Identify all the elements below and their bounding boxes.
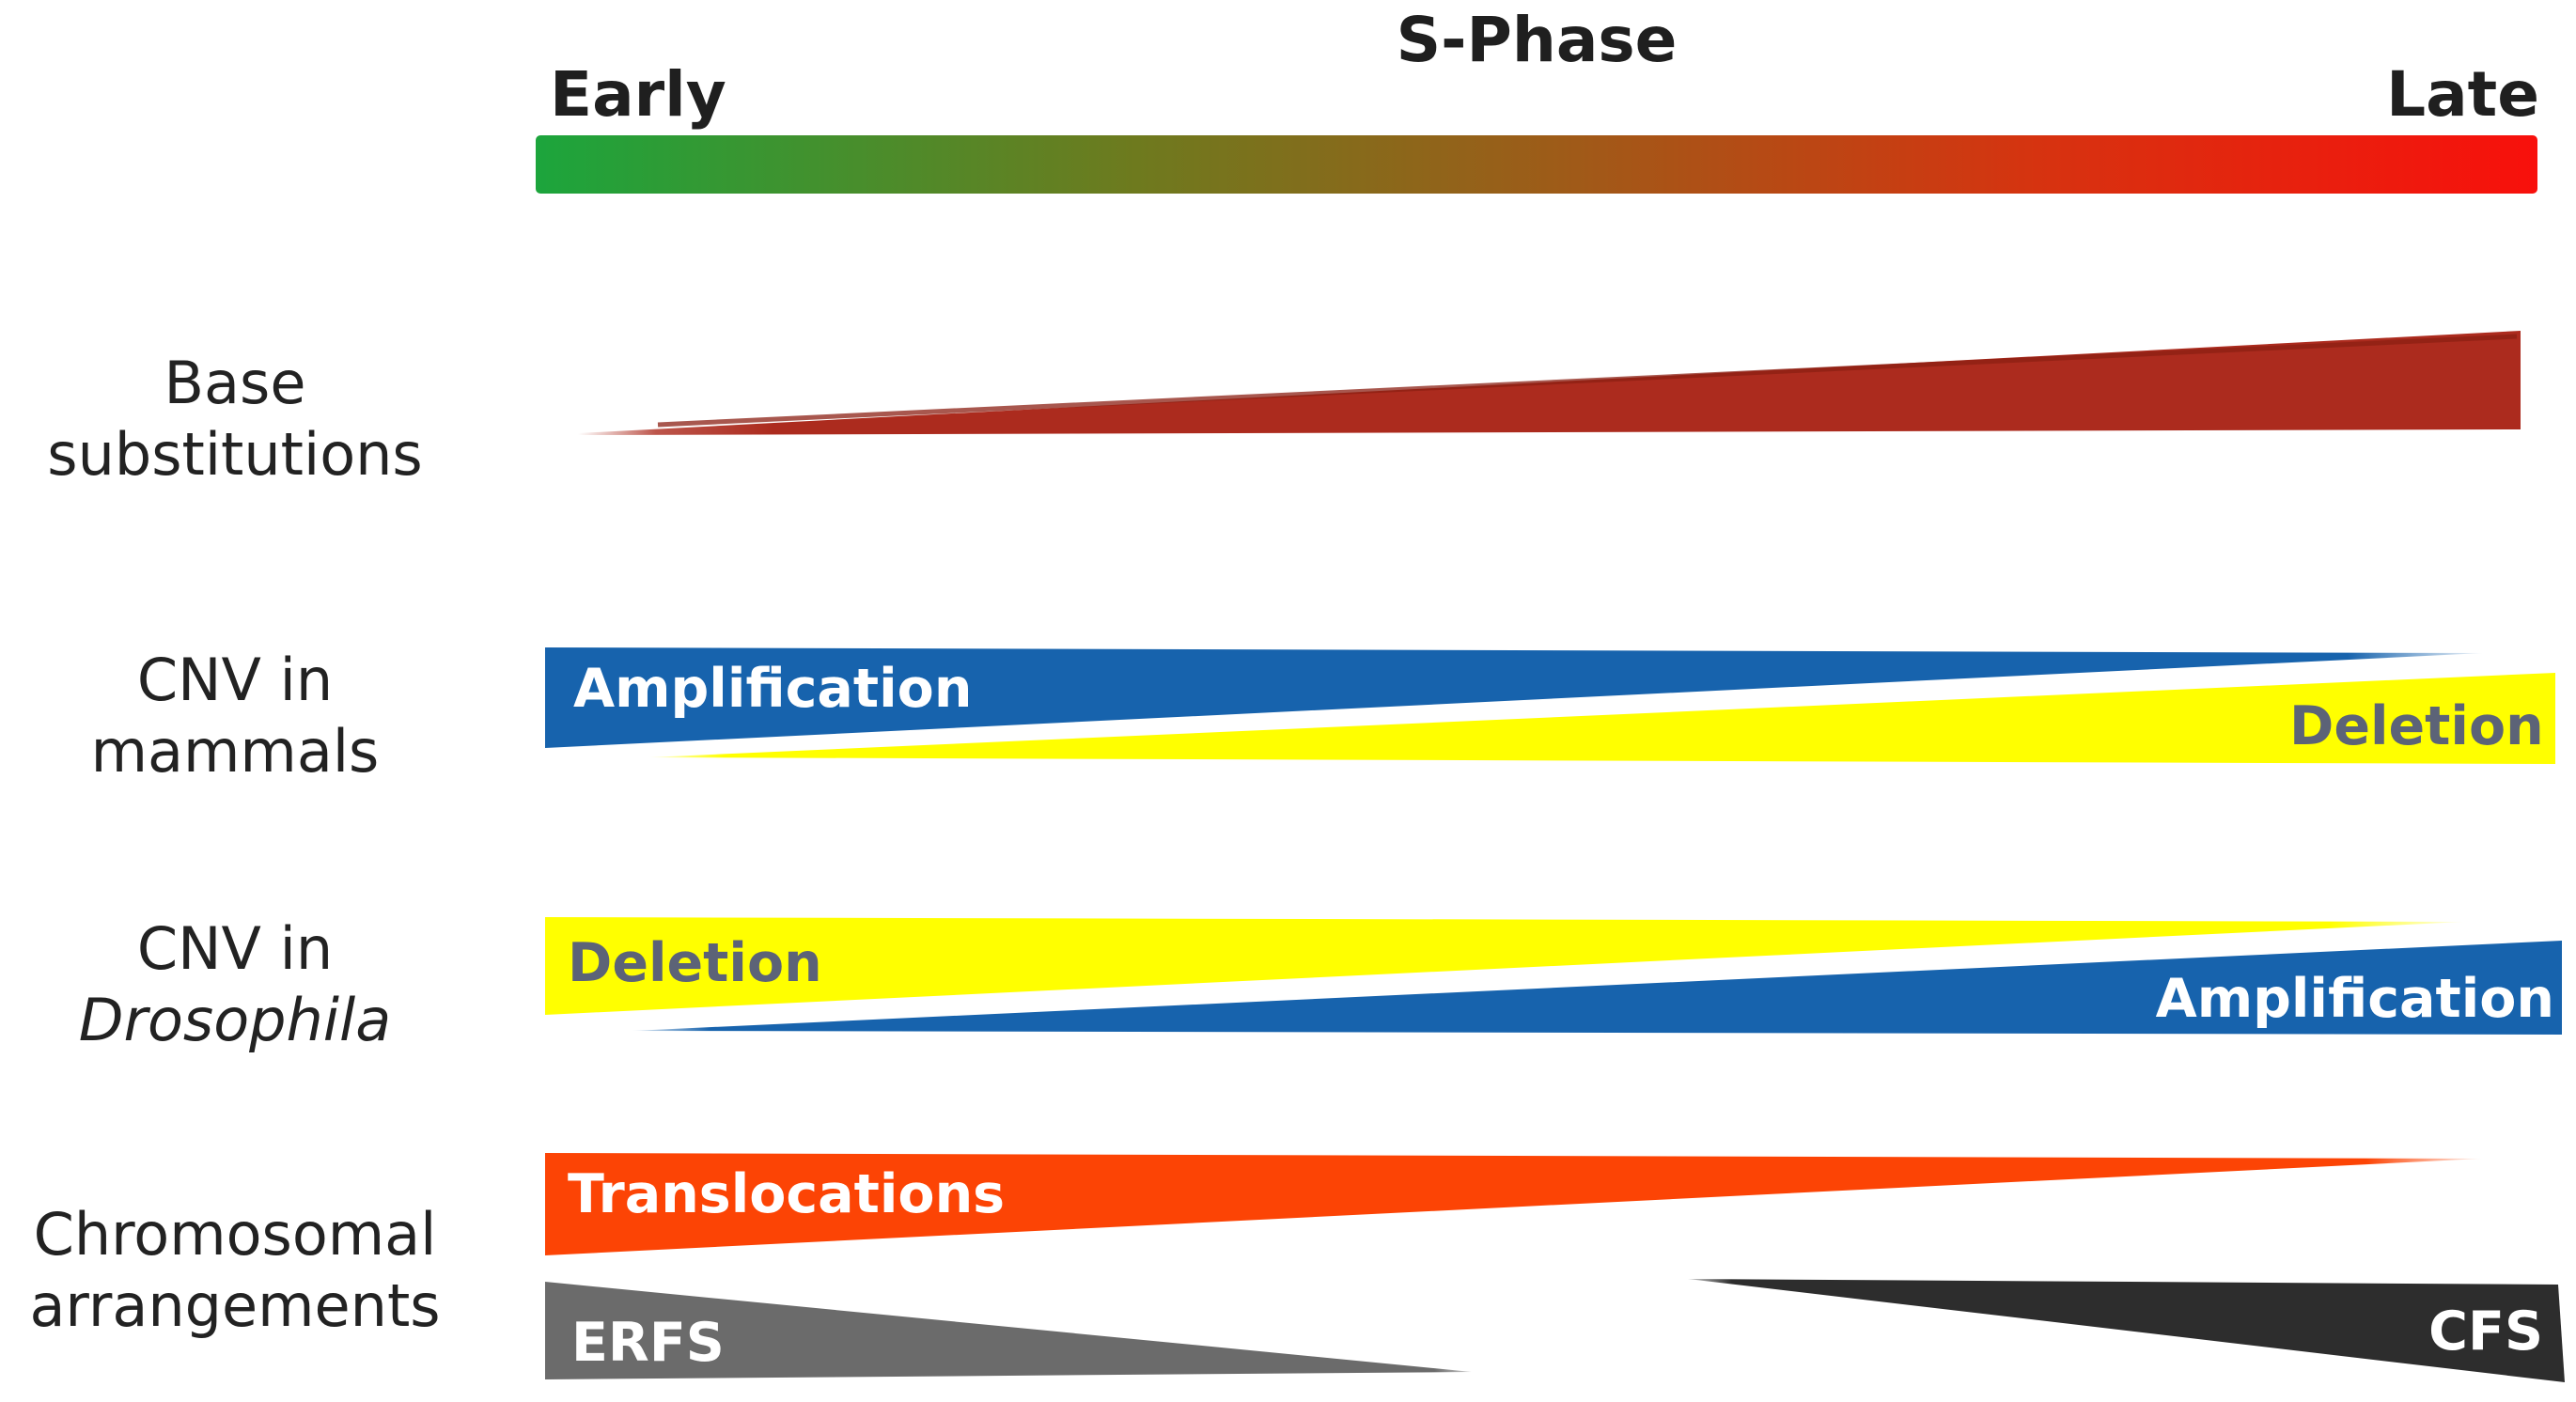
row-label-cnv-mammals-line1: CNV in bbox=[136, 646, 334, 714]
row-label-base-line2: substitutions bbox=[47, 419, 423, 489]
row-label-base-line1: Base bbox=[164, 349, 306, 417]
amplification-mammals-label: Amplification bbox=[573, 658, 973, 720]
amplification-drosophila-label: Amplification bbox=[2155, 968, 2554, 1030]
row-label-cnv-drosophila-line1: CNV in bbox=[136, 914, 334, 983]
row-label-cnv-drosophila-line2: Drosophila bbox=[78, 985, 392, 1054]
base-substitutions-wedge-topline bbox=[657, 334, 2518, 428]
row-label-cnv-drosophila: CNV in Drosophila bbox=[0, 913, 470, 1055]
deletion-mammals-label: Deletion bbox=[2289, 695, 2544, 757]
erfs-wedge bbox=[545, 1282, 1472, 1379]
late-label: Late bbox=[2386, 58, 2539, 131]
row-label-cnv-mammals-line2: mammals bbox=[90, 716, 380, 786]
early-label: Early bbox=[550, 58, 726, 131]
deletion-drosophila-label: Deletion bbox=[568, 932, 822, 994]
amplification-wedge-drosophila bbox=[632, 941, 2562, 1035]
s-phase-title: S-Phase bbox=[1396, 4, 1678, 76]
s-phase-gradient-bar bbox=[536, 135, 2537, 194]
row-label-chromosomal-line2: arrangements bbox=[29, 1270, 441, 1340]
row-label-chromosomal-arrangements: Chromosomal arrangements bbox=[0, 1199, 470, 1341]
deletion-wedge-drosophila bbox=[545, 917, 2464, 1015]
translocations-label: Translocations bbox=[568, 1163, 1006, 1225]
deletion-wedge-mammals bbox=[648, 673, 2555, 764]
row-label-base-substitutions: Base substitutions bbox=[0, 348, 470, 490]
cfs-label: CFS bbox=[2428, 1301, 2543, 1363]
translocations-wedge bbox=[545, 1153, 2482, 1255]
amplification-wedge-mammals bbox=[545, 647, 2483, 748]
cfs-wedge bbox=[1688, 1279, 2565, 1382]
row-label-chromosomal-line1: Chromosomal bbox=[33, 1200, 437, 1269]
erfs-label: ERFS bbox=[571, 1312, 725, 1374]
row-label-cnv-mammals: CNV in mammals bbox=[0, 645, 470, 787]
